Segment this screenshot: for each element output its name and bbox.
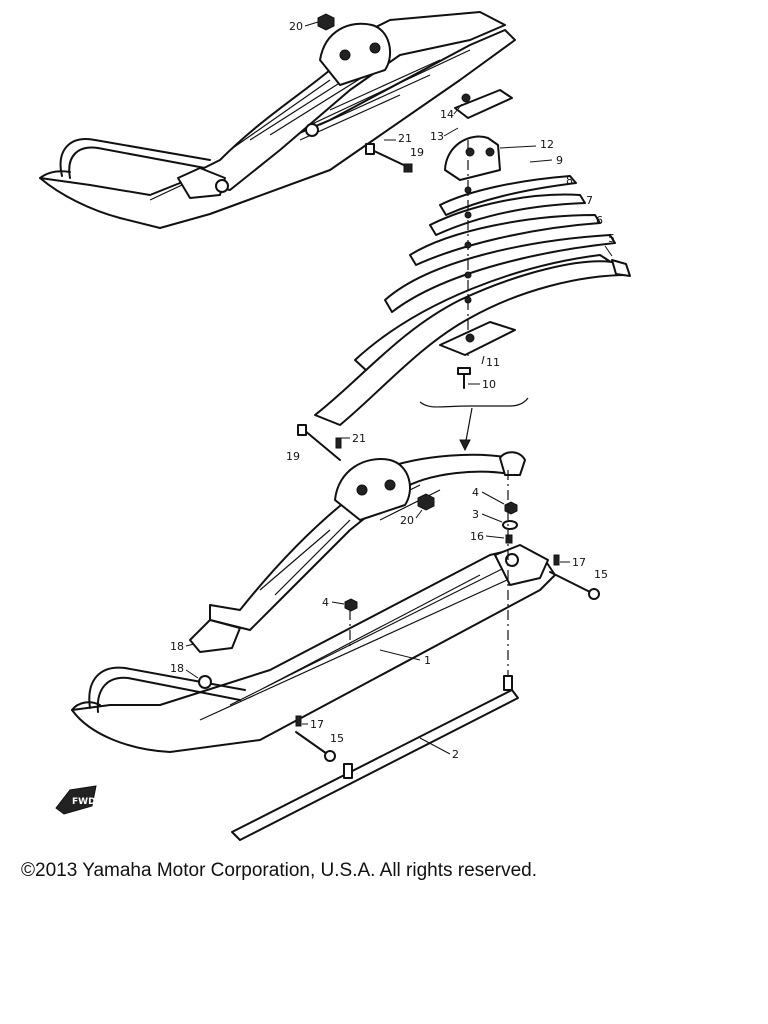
callout-21-upper: 21 bbox=[398, 132, 412, 145]
callout-12: 12 bbox=[540, 138, 554, 151]
callout-1: 1 bbox=[424, 654, 431, 667]
forward-direction-mark: FWD bbox=[55, 785, 97, 815]
callout-9: 9 bbox=[556, 154, 563, 167]
callout-17-front: 17 bbox=[310, 718, 324, 731]
callout-21-lower: 21 bbox=[352, 432, 366, 445]
callout-19-lower: 19 bbox=[286, 450, 300, 463]
callout-11: 11 bbox=[486, 356, 500, 369]
callout-4-lower: 4 bbox=[322, 596, 329, 609]
lower-ski-assembly bbox=[71, 424, 600, 841]
callout-6: 6 bbox=[596, 214, 603, 227]
callout-17-right: 17 bbox=[572, 556, 586, 569]
callout-15-right: 15 bbox=[594, 568, 608, 581]
callout-10: 10 bbox=[482, 378, 496, 391]
callouts: 20 14 13 21 19 12 9 8 7 6 5 11 10 21 19 … bbox=[170, 20, 615, 761]
callout-7: 7 bbox=[586, 194, 593, 207]
callout-18-upper: 18 bbox=[170, 640, 184, 653]
callout-18-lower: 18 bbox=[170, 662, 184, 675]
leaf-spring-stack bbox=[314, 89, 631, 452]
callout-3: 3 bbox=[472, 508, 479, 521]
copyright-notice: ©2013 Yamaha Motor Corporation, U.S.A. A… bbox=[21, 860, 537, 881]
callout-20-lower: 20 bbox=[400, 514, 414, 527]
callout-16: 16 bbox=[470, 530, 484, 543]
ski-assembly-diagram: FWD 20 14 13 21 19 12 9 8 7 6 5 11 10 21… bbox=[39, 11, 631, 841]
callout-5: 5 bbox=[608, 232, 615, 245]
callout-19-upper: 19 bbox=[410, 146, 424, 159]
fwd-label: FWD bbox=[72, 797, 96, 807]
callout-8: 8 bbox=[566, 174, 573, 187]
callout-4-upper: 4 bbox=[472, 486, 479, 499]
callout-2: 2 bbox=[452, 748, 459, 761]
callout-15-front: 15 bbox=[330, 732, 344, 745]
callout-13: 13 bbox=[430, 130, 444, 143]
callout-14: 14 bbox=[440, 108, 454, 121]
upper-ski-assembly bbox=[39, 11, 516, 229]
callout-20-upper: 20 bbox=[289, 20, 303, 33]
